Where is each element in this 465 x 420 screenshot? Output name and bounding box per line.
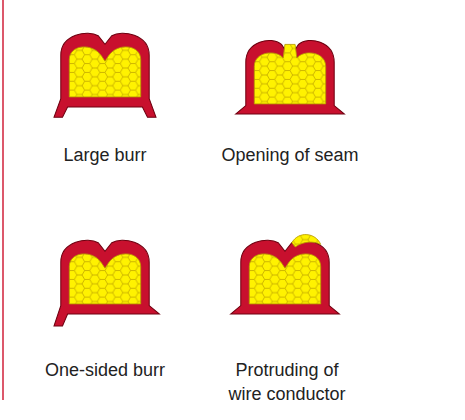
border-line — [2, 0, 4, 400]
caption-label: Large burr — [25, 143, 185, 167]
caption-label: Protruding of wire conductor — [220, 358, 355, 407]
caption-label: Opening of seam — [205, 143, 375, 167]
crimp-protruding-conductor — [231, 235, 340, 315]
crimp-large-burr — [54, 33, 156, 117]
crimp-one-sided-burr — [54, 240, 159, 326]
caption-label: One-sided burr — [25, 358, 185, 382]
crimp-opening-seam — [236, 40, 345, 114]
